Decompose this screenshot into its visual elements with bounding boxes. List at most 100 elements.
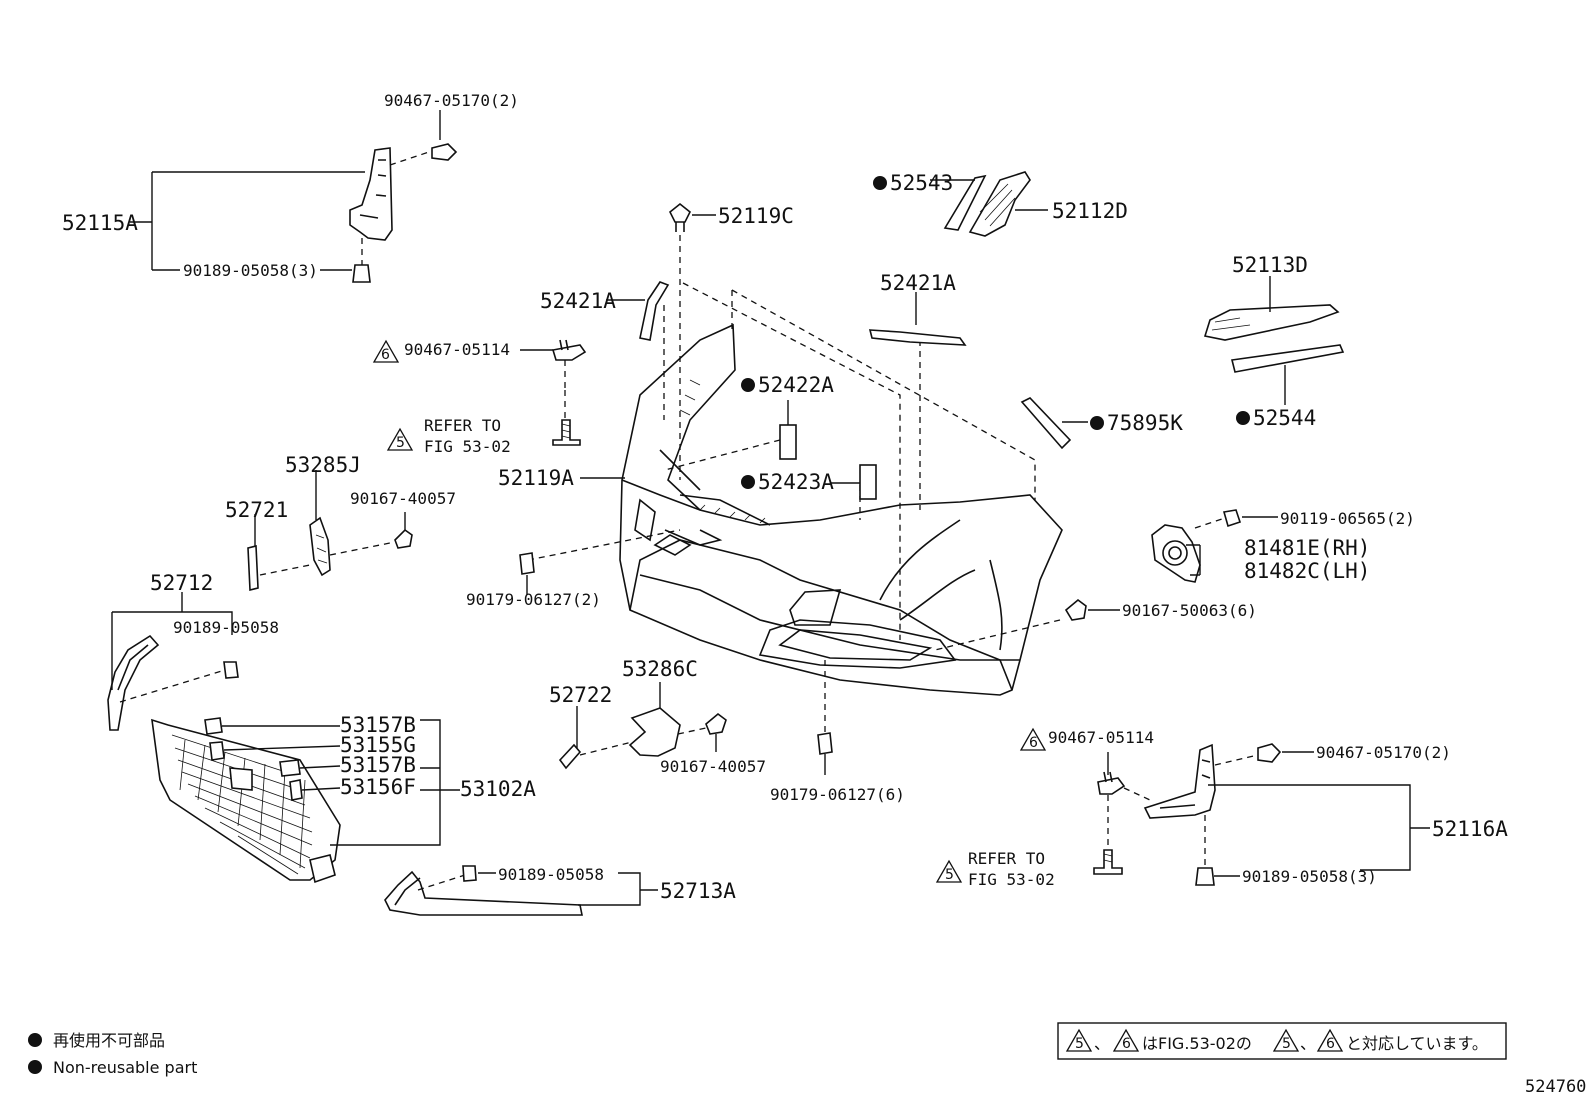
label-52721: 52721 — [225, 498, 288, 522]
label-53285J: 53285J — [285, 453, 361, 477]
screw-90167-50063 — [1064, 598, 1120, 621]
label-53102A: 53102A — [460, 777, 536, 801]
bracket-52116A — [1143, 743, 1430, 886]
triangle-5-left: 5 — [386, 427, 414, 451]
plate-52721 — [247, 514, 259, 592]
svg-text:6: 6 — [1122, 1036, 1131, 1052]
label-52423A: 52423A — [758, 470, 834, 494]
label-52119C: 52119C — [718, 204, 794, 228]
triangle-5-right: 5 — [935, 859, 963, 883]
extension-52113D — [1203, 276, 1340, 341]
pad-52422A — [779, 400, 797, 460]
label-52421A-right: 52421A — [880, 271, 956, 295]
legend-text-jp: 再使用不可部品 — [53, 1031, 165, 1050]
svg-text:5: 5 — [396, 435, 405, 451]
non-reusable-dot-52423A — [741, 475, 755, 489]
label-81482C: 81482C(LH) — [1244, 559, 1370, 583]
label-90467-05114-left: 90467-05114 — [404, 340, 510, 359]
clip-90467-05114-left — [520, 339, 587, 446]
strip-52421A-right — [868, 292, 967, 346]
dash-53285J — [329, 542, 391, 556]
label-90467-05170-top: 90467-05170(2) — [384, 91, 519, 110]
label-52713A: 52713A — [660, 879, 736, 903]
label-52119A: 52119A — [498, 466, 574, 490]
extension-52112D — [968, 171, 1048, 237]
label-90189-05058-bottom: 90189-05058 — [498, 865, 604, 884]
label-53286C: 53286C — [622, 657, 698, 681]
clip-52119C — [668, 202, 716, 232]
svg-text:5: 5 — [1282, 1036, 1291, 1052]
label-90167-40057-mid: 90167-40057 — [660, 757, 766, 776]
label-90467-05114-right: 90467-05114 — [1048, 728, 1154, 747]
dash-53286C — [677, 727, 707, 735]
legend-dot-jp — [28, 1033, 42, 1047]
svg-text:、: 、 — [1094, 1034, 1110, 1053]
label-52543: 52543 — [890, 171, 953, 195]
label-90189-05058-3-right: 90189-05058(3) — [1242, 867, 1377, 886]
garnish-52713A — [384, 865, 658, 916]
cover-53286C — [628, 682, 681, 757]
label-52112D: 52112D — [1052, 199, 1128, 223]
label-90167-50063: 90167-50063(6) — [1122, 601, 1257, 620]
plate-52722 — [558, 706, 582, 770]
clips-5315x — [204, 717, 341, 801]
triangle-6-left: 6 — [372, 339, 400, 363]
non-reusable-dot-52543 — [873, 176, 887, 190]
label-52422A: 52422A — [758, 373, 834, 397]
non-reusable-dot-75895K — [1090, 416, 1104, 430]
bracket-53285J — [309, 470, 331, 577]
foglamp-81481E-81482C — [1151, 509, 1278, 583]
note-text: はFIG.53-02の — [1142, 1034, 1252, 1053]
strip-52421A-left — [606, 281, 670, 341]
label-90167-40057-left: 90167-40057 — [350, 489, 456, 508]
bumper-cover-52119A — [619, 323, 1063, 696]
screw-90167-40057-left — [394, 512, 413, 549]
dash-52722 — [579, 741, 633, 756]
label-refer-to-right: REFER TO — [968, 849, 1045, 868]
label-52115A: 52115A — [62, 211, 138, 235]
label-52421A-left: 52421A — [540, 289, 616, 313]
clip-90467-05114-right — [1093, 752, 1151, 875]
svg-text:と対応しています。: と対応しています。 — [1346, 1034, 1488, 1053]
label-90179-06127-6: 90179-06127(6) — [770, 785, 905, 804]
svg-text:5: 5 — [1075, 1036, 1084, 1052]
label-81481E: 81481E(RH) — [1244, 536, 1370, 560]
diagram-code: 524760 — [1525, 1077, 1586, 1097]
assembly-dashed-lines — [527, 235, 1061, 735]
svg-text:5: 5 — [945, 867, 954, 883]
spacer-52543 — [930, 174, 987, 231]
dash-52721 — [259, 564, 311, 576]
label-90189-05058-single: 90189-05058 — [173, 618, 279, 637]
svg-text:、: 、 — [1300, 1034, 1316, 1053]
triangle-6-right: 6 — [1019, 727, 1047, 751]
spacer-52544 — [1231, 344, 1345, 405]
svg-text:6: 6 — [1029, 735, 1038, 751]
label-53157B-a: 53157B — [340, 713, 416, 737]
legend-dot-en — [28, 1060, 42, 1074]
label-fig-53-02-left: FIG 53-02 — [424, 437, 511, 456]
label-90189-05058-3-left: 90189-05058(3) — [183, 261, 318, 280]
label-90179-06127-2: 90179-06127(2) — [466, 590, 601, 609]
label-52544: 52544 — [1253, 406, 1316, 430]
non-reusable-dot-52422A — [741, 378, 755, 392]
legend-text-en: Non-reusable part — [53, 1058, 197, 1077]
label-fig-53-02-right: FIG 53-02 — [968, 870, 1055, 889]
legend: 再使用不可部品 Non-reusable part — [28, 1031, 197, 1077]
label-53157B-b: 53157B — [340, 753, 416, 777]
svg-text:6: 6 — [1326, 1036, 1335, 1052]
clip-90179-06127-2 — [519, 552, 535, 595]
label-90467-05170-right: 90467-05170(2) — [1316, 743, 1451, 762]
label-90119-06565: 90119-06565(2) — [1280, 509, 1415, 528]
bracket-52115A — [130, 110, 458, 283]
label-75895K: 75895K — [1107, 411, 1183, 435]
non-reusable-dot-52544 — [1236, 411, 1250, 425]
moulding-75895K — [1020, 397, 1088, 450]
label-53156F: 53156F — [340, 775, 416, 799]
label-52712: 52712 — [150, 571, 213, 595]
label-52116A: 52116A — [1432, 817, 1508, 841]
clip-90179-06127-6 — [817, 732, 833, 775]
bracket-52712 — [107, 592, 239, 731]
note-box: 5 、 6 はFIG.53-02の 5 、 6 と対応しています。 — [1057, 1022, 1507, 1060]
screw-90167-40057-mid — [705, 712, 727, 752]
